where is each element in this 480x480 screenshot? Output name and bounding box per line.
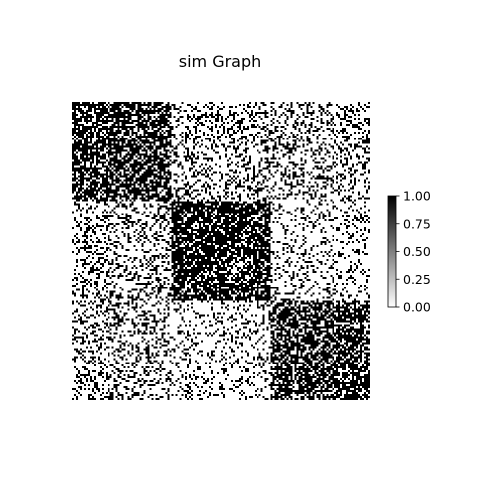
adjacency-heatmap bbox=[72, 102, 370, 400]
colorbar-ticks: 0.00 0.25 0.50 0.75 1.00 bbox=[396, 189, 431, 315]
colorbar-tick-label: 0.75 bbox=[403, 216, 431, 231]
colorbar-tick-label: 0.25 bbox=[403, 272, 431, 287]
colorbar-tick-label: 0.50 bbox=[403, 244, 431, 259]
colorbar-gradient bbox=[387, 195, 397, 308]
chart-title: sim Graph bbox=[178, 52, 262, 71]
colorbar: 0.00 0.25 0.50 0.75 1.00 bbox=[387, 189, 431, 315]
colorbar-tick-label: 0.00 bbox=[403, 300, 431, 315]
colorbar-tick-label: 1.00 bbox=[403, 189, 431, 204]
